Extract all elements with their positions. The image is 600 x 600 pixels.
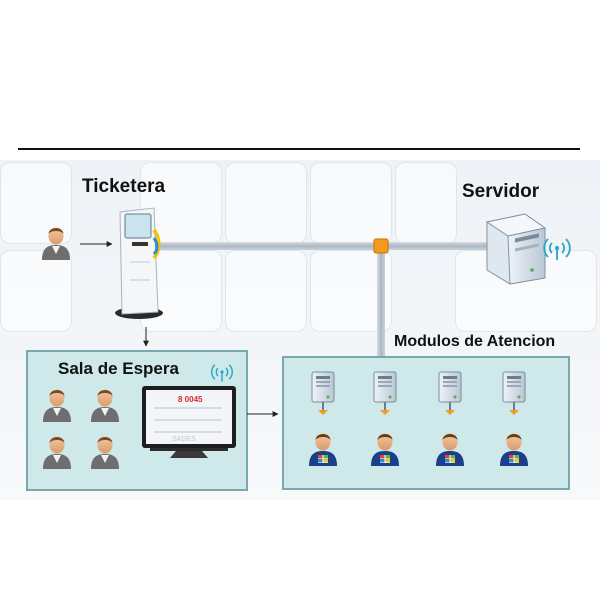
monitor-brand-text: SADES <box>172 436 196 443</box>
operator-person-icon <box>500 433 528 466</box>
top-divider-line <box>18 148 580 150</box>
network-line-horizontal <box>155 242 495 250</box>
workstation-server-icon <box>373 371 397 416</box>
waiting-person-icon <box>91 436 119 469</box>
network-line-vertical <box>377 250 385 356</box>
monitor-number: 8 0045 <box>178 395 203 404</box>
server-tower-icon <box>485 213 547 285</box>
kiosk-icon <box>115 207 163 319</box>
workstation-server-icon <box>438 371 462 416</box>
bg-tile <box>225 250 307 332</box>
operator-person-icon <box>309 433 337 466</box>
servidor-label: Servidor <box>462 181 540 202</box>
waiting-person-icon <box>43 389 71 422</box>
sala-de-espera-label: Sala de Espera <box>58 359 179 378</box>
modulos-label: Modulos de Atencion <box>394 333 556 350</box>
operator-person-icon <box>371 433 399 466</box>
operator-person-icon <box>436 433 464 466</box>
workstation-server-icon <box>311 371 335 416</box>
wifi-icon <box>211 364 233 383</box>
wifi-icon <box>543 238 571 261</box>
bg-tile <box>0 250 72 332</box>
network-junction-icon <box>373 238 389 254</box>
customer-person-icon <box>42 227 70 260</box>
waiting-person-icon <box>43 436 71 469</box>
waiting-person-icon <box>91 389 119 422</box>
ticketera-label: Ticketera <box>82 176 166 197</box>
bg-tile <box>225 162 307 244</box>
workstation-server-icon <box>502 371 526 416</box>
monitor-icon <box>142 386 236 458</box>
